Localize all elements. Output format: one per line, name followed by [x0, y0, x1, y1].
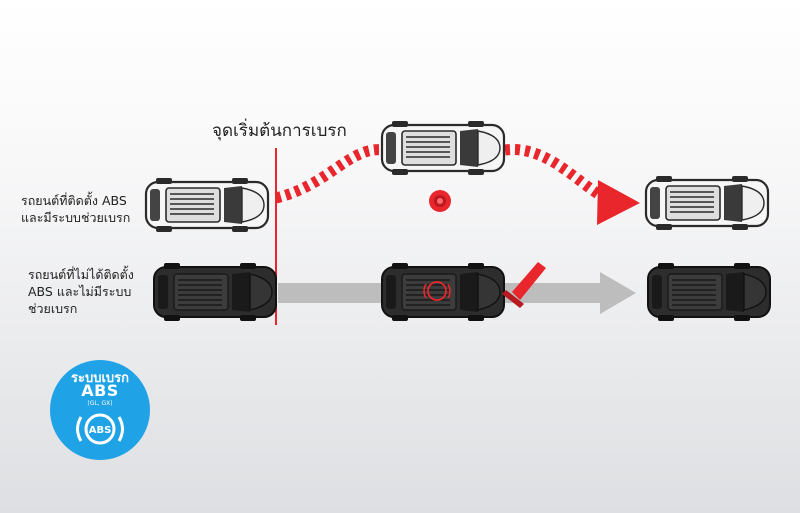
red-circle-obstacle-icon — [429, 190, 451, 212]
abs-symbol-icon: ABS — [76, 413, 124, 445]
no-abs-car-skidding — [381, 262, 505, 322]
badge-title: ระบบเบรก — [70, 371, 130, 386]
no-abs-car-label: รถยนต์ที่ไม่ได้ติดตั้ง ABS และไม่มีระบบ … — [28, 266, 134, 317]
brake-start-title: จุดเริ่มต้นการเบรก — [212, 121, 347, 141]
abs-car-avoiding — [380, 119, 506, 177]
traffic-cone-icon — [502, 262, 546, 308]
abs-car-start — [144, 176, 270, 234]
abs-label-line2: และมีระบบช่วยเบรก — [21, 210, 131, 225]
no-abs-car-start — [153, 262, 277, 322]
abs-warning-icon — [423, 281, 451, 301]
badge-abs-text: ABS — [81, 381, 119, 400]
abs-label-line1: รถยนต์ที่ติดตั้ง ABS — [21, 193, 127, 208]
no-abs-car-end — [647, 262, 771, 322]
no-abs-label-line3: ช่วยเบรก — [28, 301, 78, 316]
abs-badge: ระบบเบรก ABS (GL, GX) ABS — [50, 360, 150, 460]
no-abs-label-line2: ABS และไม่มีระบบ — [28, 284, 132, 299]
abs-car-end — [644, 174, 770, 232]
abs-car-label: รถยนต์ที่ติดตั้ง ABS และมีระบบช่วยเบรก — [21, 192, 130, 226]
no-abs-label-line1: รถยนต์ที่ไม่ได้ติดตั้ง — [28, 267, 134, 282]
abs-symbol-text: ABS — [89, 425, 112, 436]
badge-subtitle: (GL, GX) — [87, 400, 113, 407]
abs-path-arrow — [274, 144, 640, 225]
